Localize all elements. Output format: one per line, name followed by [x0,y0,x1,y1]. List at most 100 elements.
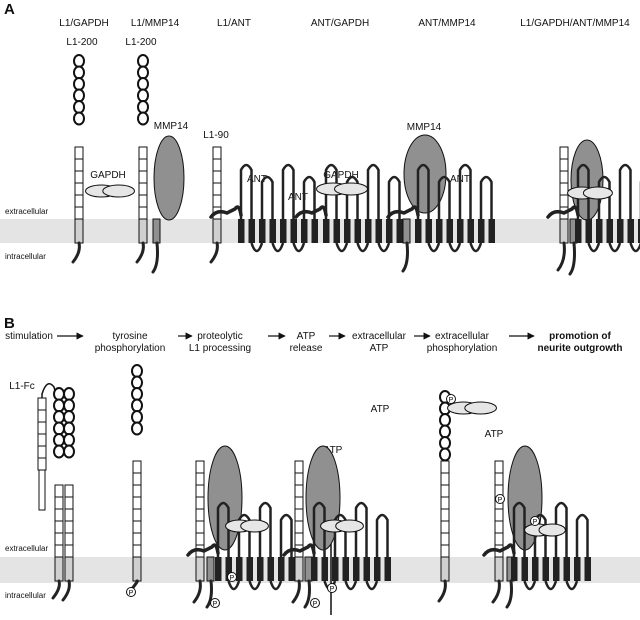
ig-domain [131,398,143,413]
fn3-domain [294,496,304,510]
phosphate-label: P [498,497,503,504]
fn3-domain [138,182,148,196]
fn3-domain [132,508,142,522]
ig-domain [53,398,65,413]
ig-domain [63,433,75,447]
fn3-domain [494,472,504,486]
ig-domain [63,444,75,459]
ig-domain [137,111,149,126]
ant-helix [215,557,222,581]
ig-domain [53,444,65,459]
ig-domain [63,421,75,436]
fn3-domain [212,194,222,208]
l1-fc-fn3-domain [37,409,47,423]
mmp14-tail [205,579,213,609]
atp-label-1: ATP [371,404,390,415]
ant-helix [386,219,393,243]
cytoplasmic-tail [437,579,447,603]
ig-domain [137,77,149,91]
ant-helix [311,557,318,581]
l1-fc-fn3-domain [37,457,47,471]
phosphate-icon [210,598,220,608]
ant-helix [288,557,295,581]
fn3-domain [195,508,205,522]
extracellular-label-b: extracellular [5,544,48,553]
mmp14-catalytic-domain [403,134,447,214]
ant-helix [436,219,443,243]
cytoplasmic-tail [192,579,202,604]
fn3-domain [440,520,450,534]
phosphate-icon [495,494,505,504]
mmp14-catalytic-domain [207,445,243,551]
phosphate-label: P [533,519,538,526]
ant-helix [553,557,560,581]
fn3-domain [559,194,569,208]
column-title-l1-mmp14: L1/MMP14 [131,18,180,29]
ant-loops [576,163,640,253]
ig-domain [439,436,451,450]
fn3-domain [138,194,148,208]
mmp14-tail [401,241,409,273]
fn3-domain [195,484,205,498]
fn3-domain [195,460,205,474]
fn3-domain [440,496,450,510]
phosphate-icon [310,598,320,608]
ant-helix [488,219,495,243]
fn3-domain [294,460,304,474]
ant-helix [246,557,253,581]
fn3-domain [212,170,222,184]
fn3-domain [132,544,142,558]
ant-helix [342,557,349,581]
fn3-domain [54,532,64,546]
ant-helix [267,557,274,581]
ant-helix [321,557,328,581]
ant-helix [311,219,318,243]
gapdh-lobe [102,184,135,198]
l1-200-label-1: L1-200 [66,37,98,48]
transmembrane-segment [559,218,569,244]
fn3-domain [138,206,148,220]
gapdh-lobe [334,182,368,196]
cytoplasmic-tail [61,579,71,602]
transmembrane-segment [440,556,450,582]
membrane-band-a [0,219,640,243]
intracellular-label-a: intracellular [5,252,46,261]
ig-domain [439,413,451,427]
fn3-domain [138,146,148,160]
ant-helix [363,557,370,581]
column-title-l1-ant: L1/ANT [217,18,251,29]
ant-helix [354,219,361,243]
fn3-domain [54,544,64,558]
ant-n-terminus [209,205,243,219]
ig-domain [73,100,85,114]
ant-n-terminus [282,543,316,557]
fn3-domain [132,532,142,546]
fn3-domain [138,170,148,184]
mmp14-label-1: MMP14 [154,121,189,132]
ant-loops [324,163,401,253]
ant-helix [563,557,570,581]
ant-helix [375,219,382,243]
ant-n-terminus [294,205,328,219]
fn3-domain [74,170,84,184]
ant-loops [416,163,493,253]
transmembrane-segment [54,556,64,582]
fn3-domain [132,472,142,486]
ant-helix [425,219,432,243]
ant-helix [259,219,266,243]
fn3-domain [132,496,142,510]
ant-loops [512,501,589,591]
ig-domain [53,387,65,401]
ant-helix [627,219,634,243]
fn3-domain [64,484,74,498]
ant-helix [333,219,340,243]
phosphate-icon [446,394,456,404]
column-title-ant-gapdh: ANT/GAPDH [311,18,369,29]
ant-helix [384,557,391,581]
ant-helix [467,219,474,243]
cytoplasmic-tail [135,241,145,264]
